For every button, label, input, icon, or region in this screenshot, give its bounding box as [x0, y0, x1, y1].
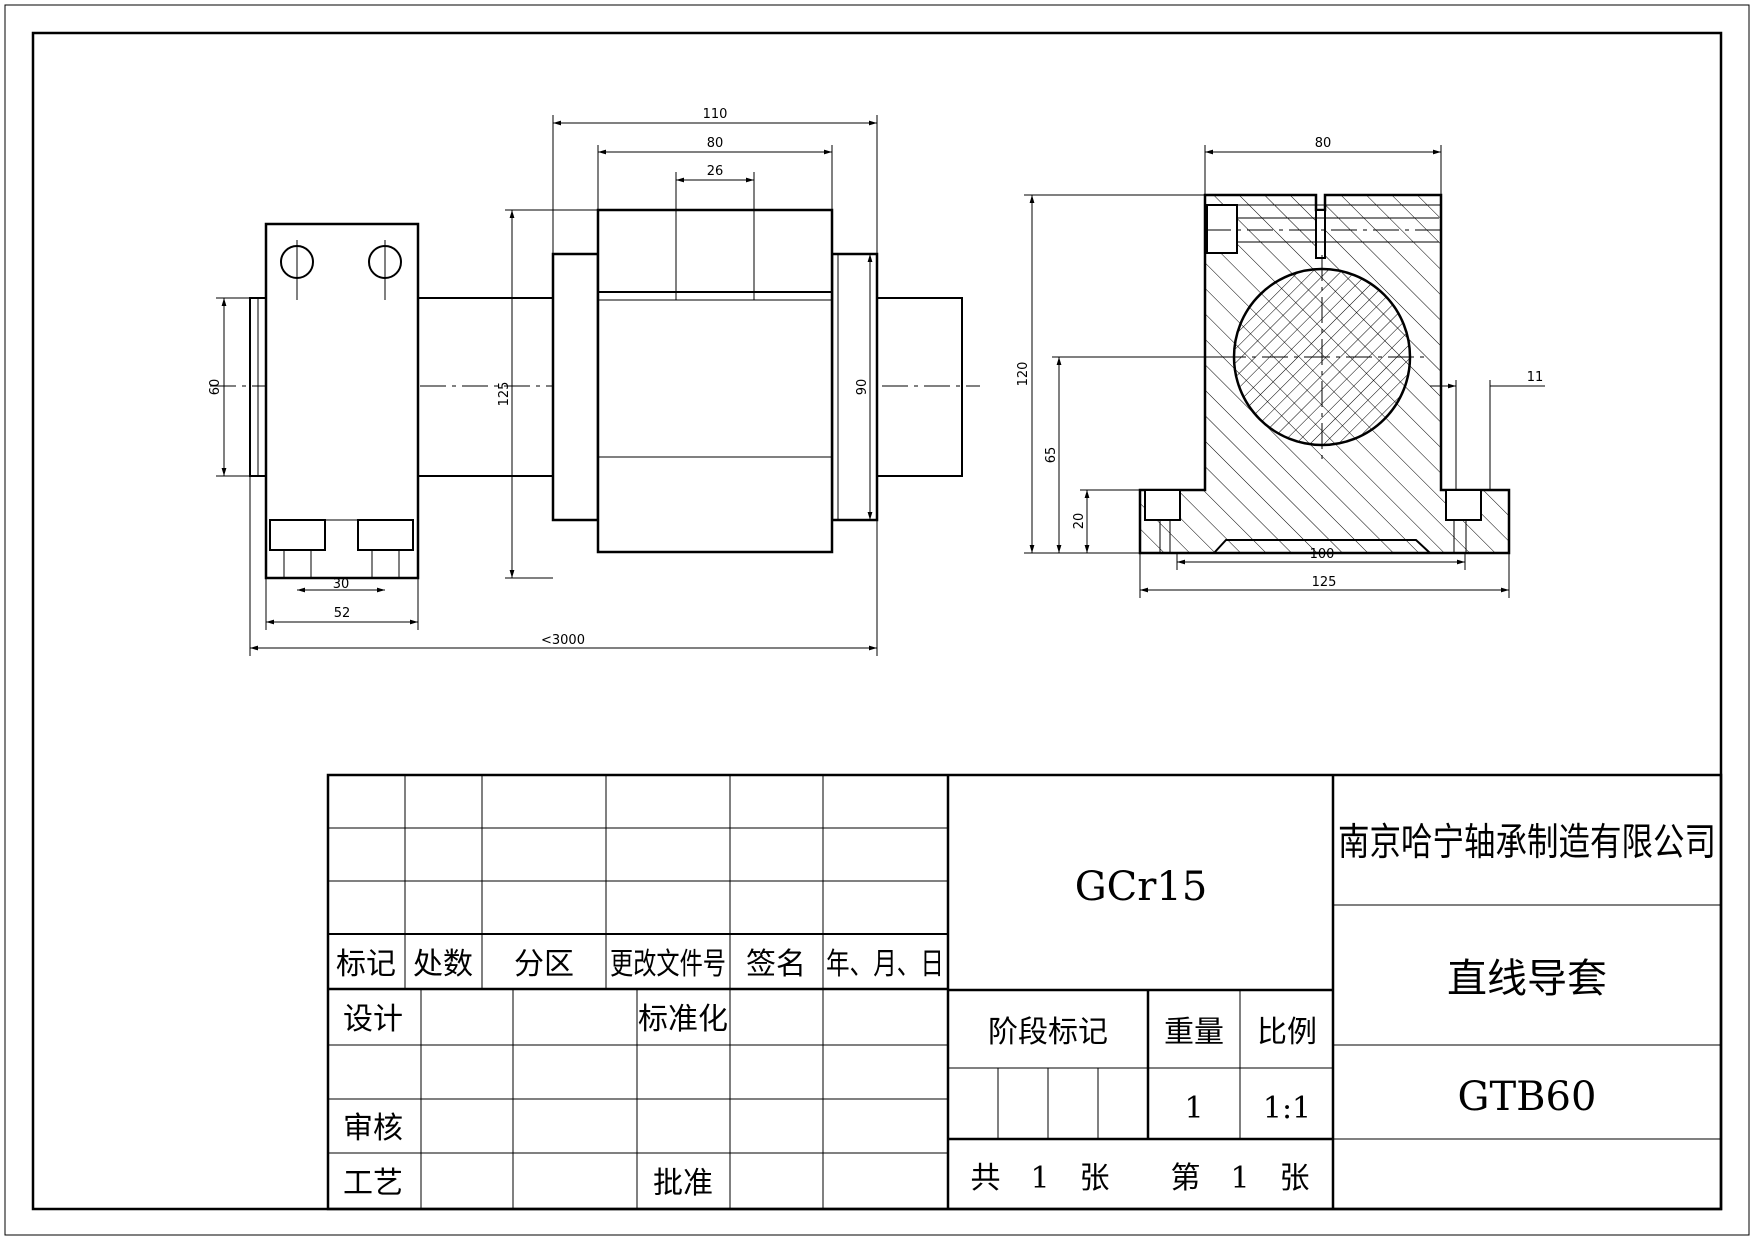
part-code: GTB60	[1458, 1074, 1597, 1120]
rev-header-sign: 签名	[746, 947, 806, 982]
sheet-number: 第 1 张	[1170, 1161, 1309, 1196]
side-view-section: 80 120 65 20 11 100 125	[1016, 136, 1545, 598]
side-dim-80: 80	[1315, 136, 1332, 151]
label-stage-mark: 阶段标记	[988, 1015, 1108, 1050]
title-block: 标记 处数 分区 更改文件号 签名 年、月、日 设计 标准化 审核 工艺 批准 …	[326, 773, 1723, 1211]
label-process: 工艺	[343, 1166, 403, 1201]
side-dim-11: 11	[1527, 370, 1544, 385]
support-block	[264, 222, 420, 580]
dim-26: 26	[707, 164, 724, 179]
bushing-flange-left	[551, 252, 600, 522]
label-design: 设计	[343, 1002, 403, 1037]
mount-bolt-left	[1144, 489, 1181, 521]
dim-125: 125	[497, 382, 512, 407]
side-dim-125: 125	[1312, 575, 1337, 590]
dim-90: 90	[855, 379, 870, 396]
clamp-slot	[1315, 209, 1326, 259]
mount-bolt-right	[1445, 489, 1482, 521]
rev-header-zone: 分区	[514, 947, 574, 982]
rev-header-mark: 标记	[336, 947, 396, 982]
dim-length: <3000	[541, 633, 585, 648]
outer-border	[4, 4, 1750, 1236]
side-dim-20: 20	[1072, 513, 1087, 530]
label-review: 审核	[343, 1111, 403, 1146]
foot-bolt-right	[357, 519, 414, 551]
dim-110: 110	[703, 107, 728, 122]
label-approve: 批准	[653, 1166, 713, 1201]
company-name: 南京哈宁轴承制造有限公司	[1338, 820, 1716, 864]
label-scale: 比例	[1257, 1015, 1317, 1050]
clamp-screw	[1206, 204, 1238, 254]
foot-bolt-left	[269, 519, 326, 551]
material: GCr15	[1075, 864, 1208, 910]
dim-52: 52	[334, 606, 351, 621]
scale-value: 1:1	[1263, 1091, 1311, 1126]
side-dim-100: 100	[1310, 547, 1335, 562]
label-weight: 重量	[1164, 1015, 1224, 1050]
rev-header-doc: 更改文件号	[610, 947, 726, 982]
side-dim-65: 65	[1044, 447, 1059, 464]
dim-60: 60	[208, 379, 223, 396]
bushing-body	[596, 208, 834, 554]
dim-80: 80	[707, 136, 724, 151]
sheets-total: 共 1 张	[970, 1161, 1109, 1196]
dim-30: 30	[333, 577, 350, 592]
part-name: 直线导套	[1447, 956, 1607, 1002]
rev-header-date: 年、月、日	[826, 947, 944, 982]
front-view: 110 80 26 60 125 90 30 52 <3000	[208, 107, 980, 656]
rev-header-count: 处数	[413, 947, 473, 982]
label-standardization: 标准化	[638, 1002, 728, 1037]
weight-value: 1	[1184, 1091, 1203, 1126]
side-dim-120: 120	[1016, 362, 1031, 387]
